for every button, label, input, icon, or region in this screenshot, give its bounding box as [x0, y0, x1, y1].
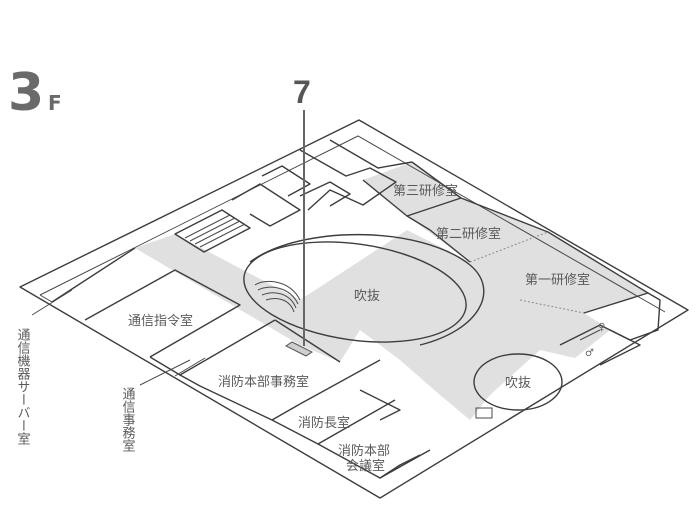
room-chief: 消防長室	[298, 415, 350, 431]
room-lab-2: 第二研修室	[436, 226, 501, 242]
room-atrium-big: 吹抜	[354, 288, 380, 304]
atrium-small-outline	[473, 353, 563, 411]
room-atrium-small: 吹抜	[505, 375, 531, 391]
room-lab-3: 第三研修室	[393, 183, 458, 199]
atrium-big-outline	[243, 241, 467, 343]
upper-rooms	[299, 139, 661, 341]
room-lab-1: 第一研修室	[525, 272, 590, 288]
office-rooms	[51, 247, 431, 479]
callout-server-room: 通信機器サーバー室	[15, 328, 31, 445]
floor-number: 3	[8, 63, 44, 123]
callout-comm-office: 通信事務室	[120, 387, 136, 452]
toilet-block: ♀ ♂	[475, 322, 641, 419]
floor-outline	[19, 119, 689, 499]
svg-text:♂: ♂	[585, 348, 594, 359]
room-meeting-line1: 消防本部	[338, 443, 390, 459]
room-comm-command: 通信指令室	[128, 313, 193, 329]
room-fire-office: 消防本部事務室	[218, 374, 309, 390]
svg-text:♀: ♀	[598, 322, 605, 333]
marker-label: 7	[293, 74, 311, 110]
room-meeting-line2: 会議室	[346, 458, 385, 474]
comm-office-leader	[139, 359, 191, 386]
location-marker[interactable]: 7	[285, 74, 313, 357]
server-room-leader	[31, 289, 73, 316]
floor-suffix: F	[48, 91, 62, 115]
stairs-block	[174, 165, 351, 253]
spiral-stairs	[254, 280, 301, 313]
